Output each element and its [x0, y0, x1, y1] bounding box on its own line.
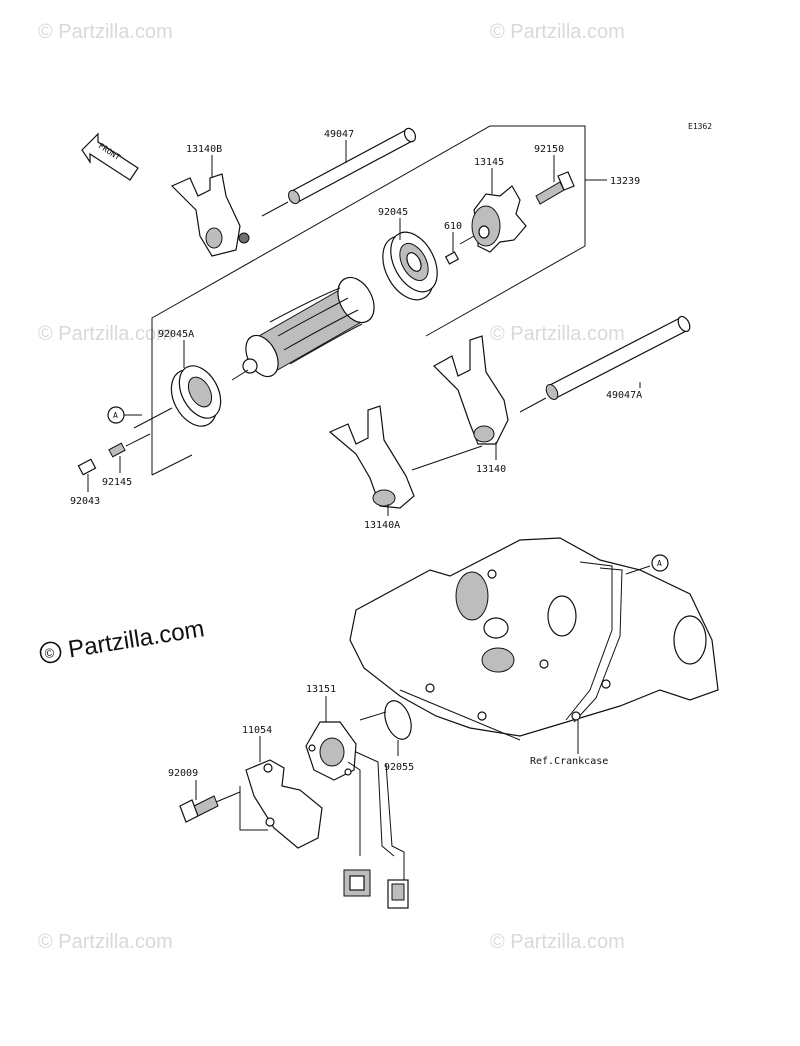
watermarks: © Partzilla.com © Partzilla.com © Partzi…: [38, 21, 625, 953]
label-92045A: 92045A: [158, 329, 194, 340]
label-13239: 13239: [610, 176, 640, 187]
copyright-symbol: ©: [44, 645, 56, 661]
label-92150: 92150: [534, 144, 564, 155]
label-13140B: 13140B: [186, 144, 222, 155]
marker-a: A: [113, 411, 118, 420]
crankcase: [349, 537, 719, 741]
connector-socket: [387, 879, 409, 909]
watermark: © Partzilla.com: [490, 21, 625, 43]
leader-dash: [125, 433, 151, 447]
label-ref-crankcase: Ref.Crankcase: [530, 756, 608, 767]
bracket-bottom: [151, 454, 193, 476]
label-92145: 92145: [102, 477, 132, 488]
shift-drum: [242, 276, 375, 378]
bearing-92045: [382, 231, 438, 301]
leader-dash: [459, 235, 475, 245]
label-11054: 11054: [242, 725, 272, 736]
watermark: © Partzilla.com: [490, 931, 625, 953]
pin-610: [444, 251, 460, 265]
leader-dash: [215, 791, 241, 803]
marker-a2: A: [657, 559, 662, 568]
connector-plug: [343, 869, 371, 897]
part-labels: 49047 13140B 92150 13145 13239 92045 610…: [70, 129, 642, 779]
leader-marker-a2: [625, 565, 651, 575]
label-92055: 92055: [384, 762, 414, 773]
drum-13145: [471, 185, 527, 253]
leader-dash: [261, 201, 289, 217]
bearing-92045A: [170, 365, 222, 427]
label-610: 610: [444, 221, 462, 232]
label-13145: 13145: [474, 157, 504, 168]
spring-92145: [108, 442, 126, 458]
fork-13140A: [328, 405, 415, 509]
label-49047: 49047: [324, 129, 354, 140]
diagram-code: E1362: [688, 122, 712, 131]
copyright-icon: [39, 641, 62, 664]
front-arrow-icon: FRONT: [81, 132, 139, 181]
watermark: © Partzilla.com: [38, 323, 173, 345]
leader-dash: [231, 369, 249, 381]
watermark-name: Partzilla.com: [66, 615, 206, 663]
label-13151: 13151: [306, 684, 336, 695]
label-13140A: 13140A: [364, 520, 400, 531]
bracket-11054: [239, 786, 268, 831]
shaft-49047: [287, 127, 417, 205]
marker-a2-circle: [651, 554, 669, 572]
oring-92055: [384, 700, 412, 740]
leader-dash: [411, 445, 483, 471]
label-92043: 92043: [70, 496, 100, 507]
assembly-bracket: [151, 125, 586, 475]
pin-92043: [77, 458, 97, 476]
fork-13140B: [170, 173, 250, 257]
watermark: © Partzilla.com: [490, 323, 625, 345]
fork-13140: [433, 335, 509, 445]
label-92045: 92045: [378, 207, 408, 218]
leader-dash: [133, 407, 173, 429]
cover-11054: [245, 759, 323, 849]
label-92009: 92009: [168, 768, 198, 779]
sensor-13151: [305, 721, 405, 880]
bolt-92009: [179, 795, 219, 823]
main-watermark: © Partzilla.com: [39, 615, 206, 664]
watermark: © Partzilla.com: [38, 931, 173, 953]
label-49047A: 49047A: [606, 390, 642, 401]
watermark: © Partzilla.com: [38, 21, 173, 43]
leader-dash: [359, 711, 387, 721]
leader-dash: [519, 397, 547, 413]
bolt-92150: [535, 171, 575, 205]
shaft-49047A: [545, 315, 691, 400]
label-13140: 13140: [476, 464, 506, 475]
